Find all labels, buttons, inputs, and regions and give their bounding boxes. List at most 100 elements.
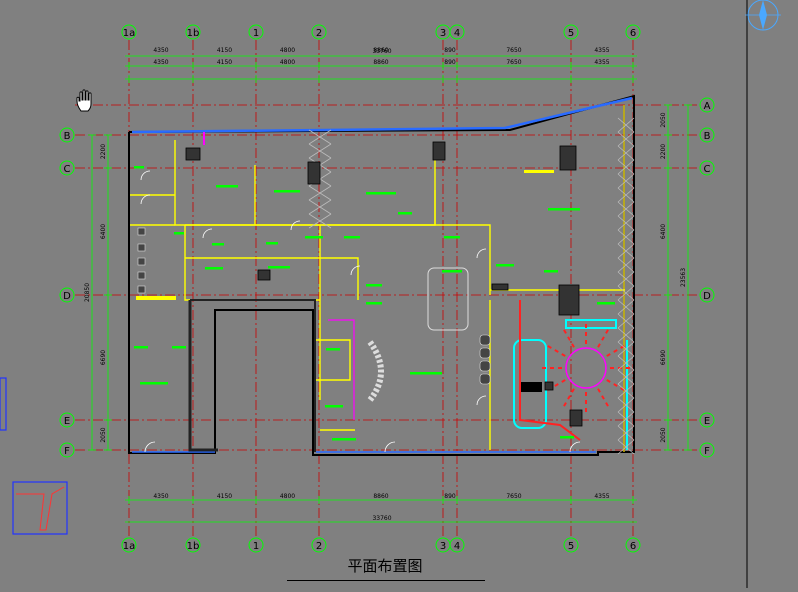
outer-wall bbox=[128, 94, 635, 456]
room-label-3 bbox=[548, 208, 580, 211]
door-swing-9 bbox=[140, 194, 151, 205]
dim-top-total-ref-dim-6: 4355 bbox=[594, 47, 609, 54]
counter-cyan bbox=[565, 319, 617, 329]
room-label-6 bbox=[444, 236, 460, 239]
door-swing-2 bbox=[569, 441, 581, 453]
room-label-12 bbox=[366, 284, 382, 287]
bubble-left-row-E-label: E bbox=[64, 416, 70, 427]
room-label-7 bbox=[205, 267, 223, 270]
room-label-23 bbox=[398, 212, 412, 215]
bubble-bottom-col-3: 3 bbox=[435, 537, 451, 553]
accent-bar bbox=[524, 170, 554, 173]
bubble-top-col-2-label: 2 bbox=[316, 28, 322, 39]
bubble-top-col-4-label: 4 bbox=[454, 28, 460, 39]
bubble-bottom-col-5-label: 5 bbox=[568, 541, 574, 552]
truss-b-1-272 bbox=[617, 271, 635, 287]
bubble-top-col-1-label: 1 bbox=[253, 28, 259, 39]
bubble-top-col-1b-label: 1b bbox=[187, 28, 200, 39]
bubble-bottom-col-1-label: 1 bbox=[253, 541, 259, 552]
bubble-left-row-E-ring bbox=[59, 412, 75, 428]
dim-top-dim-4: 890 bbox=[444, 59, 456, 66]
bubble-top-col-5-label: 5 bbox=[568, 28, 574, 39]
truss-b-2-398 bbox=[617, 397, 635, 413]
partition-0 bbox=[174, 140, 436, 226]
bubble-left-row-E: E bbox=[59, 412, 75, 428]
pool-block bbox=[520, 382, 542, 392]
bubble-top-col-2: 2 bbox=[311, 24, 327, 40]
partition-5 bbox=[320, 257, 359, 300]
room-label-20 bbox=[325, 405, 343, 408]
dim-top-total-ref-dim-1: 4150 bbox=[217, 47, 232, 54]
truss-b-0-130 bbox=[308, 129, 332, 145]
bubble-right-row-B-ring bbox=[699, 127, 715, 143]
dim-top-total-ref-dim-5: 7650 bbox=[506, 47, 521, 54]
bubble-right-row-C-label: C bbox=[704, 164, 711, 175]
truss-b-1-286 bbox=[617, 285, 635, 301]
bubble-top-col-1-ring bbox=[248, 24, 264, 40]
bubble-top-col-5: 5 bbox=[563, 24, 579, 40]
door-swing-7 bbox=[476, 395, 487, 406]
dim-left-dim-3: 2050 bbox=[100, 427, 107, 442]
room-label-19 bbox=[410, 372, 442, 375]
bubble-bottom-col-4-label: 4 bbox=[454, 541, 460, 552]
truss-b-2-342 bbox=[617, 341, 635, 357]
room-label-16 bbox=[172, 346, 186, 349]
room-label-4 bbox=[305, 236, 323, 239]
bubble-bottom-col-1a-ring bbox=[121, 537, 137, 553]
curtain-wall-top bbox=[131, 96, 633, 134]
truss-b-2-356 bbox=[617, 355, 635, 371]
room-label-5 bbox=[344, 236, 360, 239]
bubble-right-row-A-label: A bbox=[704, 101, 711, 112]
bubble-right-row-E: E bbox=[699, 412, 715, 428]
bubble-left-row-C-ring bbox=[59, 160, 75, 176]
seat-3 bbox=[137, 271, 146, 280]
bench-2 bbox=[479, 360, 491, 372]
dim-right-dim-2: 6400 bbox=[660, 224, 667, 239]
bubble-right-row-C: C bbox=[699, 160, 715, 176]
bubble-right-row-F-label: F bbox=[704, 446, 710, 457]
room-label-22 bbox=[560, 436, 574, 439]
bubble-top-col-1a-ring bbox=[121, 24, 137, 40]
bubble-right-row-B-label: B bbox=[704, 131, 711, 142]
equipment-7 bbox=[544, 381, 554, 391]
partition-10 bbox=[315, 339, 351, 381]
dim-left-dim-1: 6400 bbox=[100, 224, 107, 239]
red-dash-path bbox=[519, 300, 581, 441]
door-swing-0 bbox=[144, 441, 156, 453]
bubble-bottom-col-2: 2 bbox=[311, 537, 327, 553]
dim-top-dim-5: 7650 bbox=[506, 59, 521, 66]
room-label-10 bbox=[496, 264, 514, 267]
bubble-top-col-6: 6 bbox=[625, 24, 641, 40]
truss-b-0-144 bbox=[308, 143, 332, 159]
partition-1 bbox=[184, 225, 320, 301]
bubble-left-row-D-ring bbox=[59, 287, 75, 303]
room-label-18 bbox=[326, 348, 340, 351]
bench-1 bbox=[479, 347, 491, 359]
inset-key-plan bbox=[12, 481, 68, 535]
bubble-top-col-5-ring bbox=[563, 24, 579, 40]
hand-pan-icon[interactable] bbox=[75, 89, 97, 113]
bubble-top-col-1: 1 bbox=[248, 24, 264, 40]
dim-top-dim-0: 4350 bbox=[153, 59, 168, 66]
room-label-0 bbox=[216, 185, 238, 188]
bubble-top-col-1b: 1b bbox=[185, 24, 201, 40]
bubble-left-row-B: B bbox=[59, 127, 75, 143]
truss-b-1-174 bbox=[617, 173, 635, 189]
bubble-right-row-F-ring bbox=[699, 442, 715, 458]
bubble-right-row-D: D bbox=[699, 287, 715, 303]
bubble-bottom-col-1b: 1b bbox=[185, 537, 201, 553]
dim-top-total: 33760 bbox=[372, 48, 391, 55]
bubble-bottom-col-1b-label: 1b bbox=[187, 541, 200, 552]
bubble-right-row-C-ring bbox=[699, 160, 715, 176]
room-label-17 bbox=[140, 382, 168, 385]
bubble-bottom-col-1-ring bbox=[248, 537, 264, 553]
dim-bottom-dim-5: 7650 bbox=[506, 493, 521, 500]
truss-b-2-440 bbox=[617, 439, 635, 455]
truss-b-1-202 bbox=[617, 201, 635, 217]
truss-b-2-314 bbox=[617, 313, 635, 329]
room-label-8 bbox=[268, 266, 290, 269]
bubble-bottom-col-4: 4 bbox=[449, 537, 465, 553]
radial-30 bbox=[606, 379, 625, 391]
equipment-8 bbox=[257, 269, 271, 281]
